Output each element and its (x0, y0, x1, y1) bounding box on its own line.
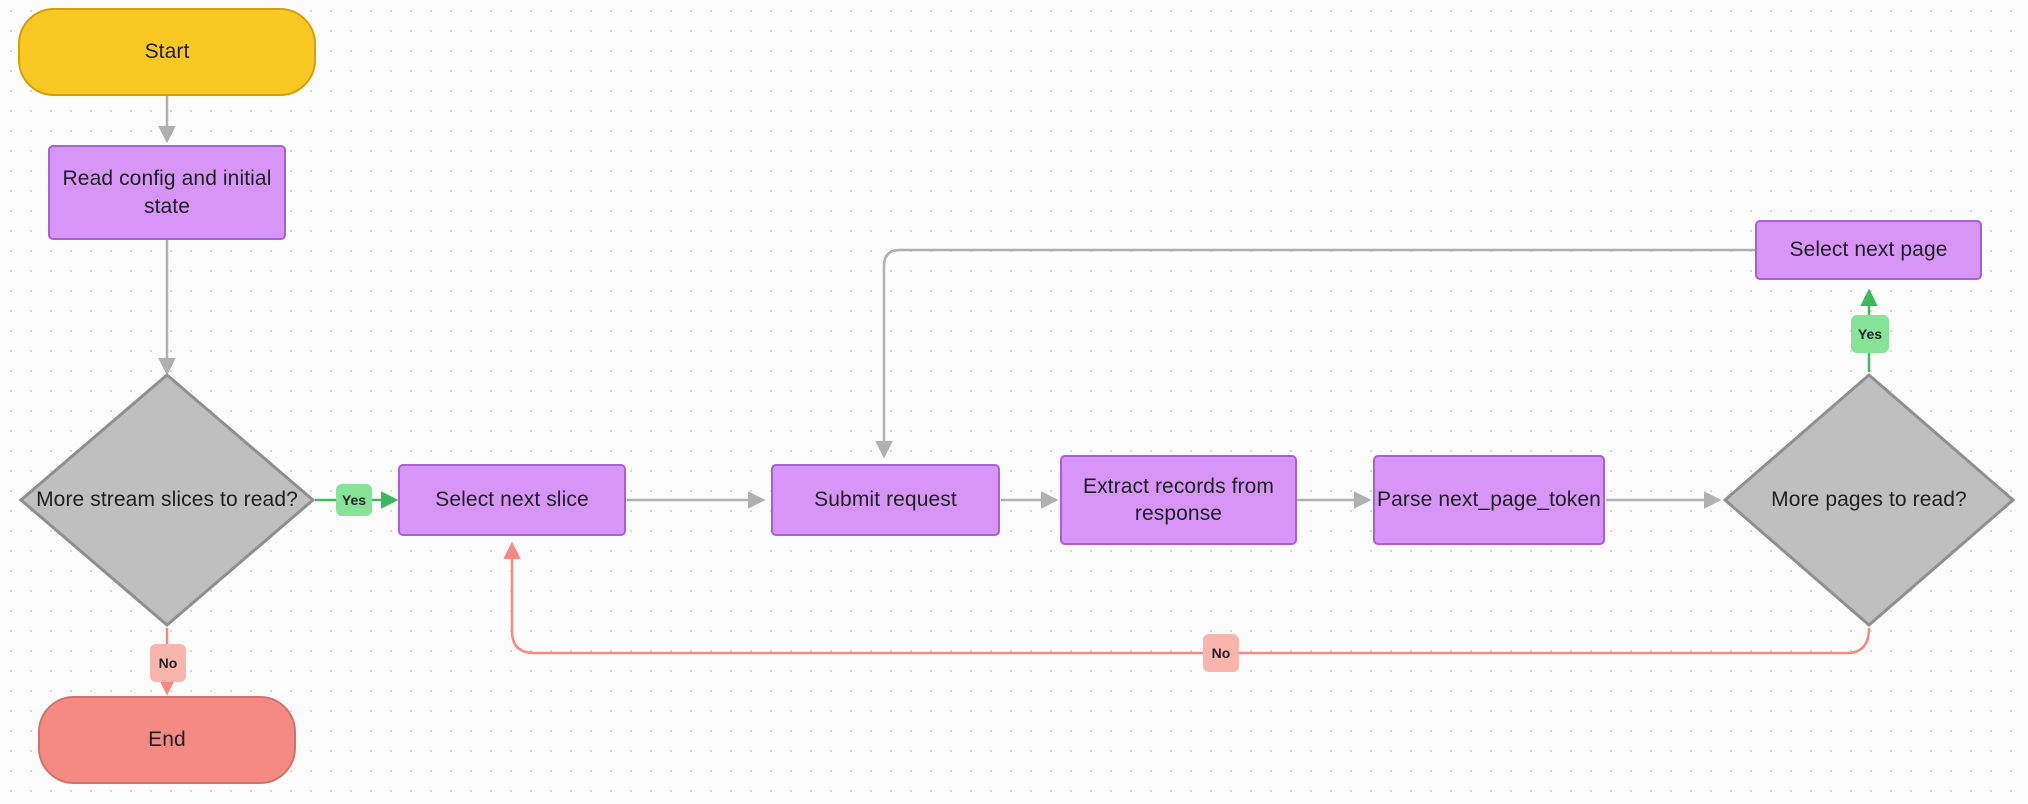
node-end[interactable]: End (38, 696, 296, 784)
node-parse-next-page-token-label: Parse next_page_token (1377, 488, 1601, 512)
edge-label-pages-no: No (1203, 634, 1239, 672)
node-extract-records-label: Extract records from response (1082, 474, 1275, 525)
node-start[interactable]: Start (18, 8, 316, 96)
edge-label-pages-yes-text: Yes (1857, 326, 1883, 342)
node-more-stream-slices-decision[interactable]: More stream slices to read? (18, 372, 316, 628)
node-select-next-slice-label: Select next slice (435, 488, 589, 512)
edge-more-pages-no-to-select-slice-loop (503, 541, 1871, 655)
node-parse-next-page-token[interactable]: Parse next_page_token (1373, 455, 1605, 545)
node-select-next-slice[interactable]: Select next slice (398, 464, 626, 536)
node-more-stream-slices-label: More stream slices to read? (36, 488, 298, 512)
node-end-label: End (148, 728, 186, 752)
node-start-label: Start (144, 40, 190, 64)
node-extract-records[interactable]: Extract records from response (1060, 455, 1297, 545)
node-more-pages-label: More pages to read? (1771, 488, 1967, 512)
node-more-pages-decision[interactable]: More pages to read? (1722, 372, 2016, 628)
node-submit-request[interactable]: Submit request (771, 464, 1000, 536)
edge-label-pages-yes: Yes (1851, 315, 1889, 353)
edge-label-slices-yes-text: Yes (341, 492, 367, 508)
node-select-next-page[interactable]: Select next page (1755, 220, 1982, 280)
node-read-config[interactable]: Read config and initial state (48, 145, 286, 240)
node-read-config-label: Read config and initial state (62, 167, 272, 218)
node-submit-request-label: Submit request (814, 488, 957, 512)
edge-label-slices-no: No (150, 644, 186, 682)
edge-label-pages-no-text: No (1211, 645, 1231, 661)
edge-label-slices-no-text: No (158, 655, 178, 671)
diamond-shape (18, 373, 316, 627)
node-select-next-page-label: Select next page (1789, 238, 1948, 262)
edge-select-page-to-submit-loop (875, 248, 1755, 459)
edge-label-slices-yes: Yes (336, 484, 372, 516)
